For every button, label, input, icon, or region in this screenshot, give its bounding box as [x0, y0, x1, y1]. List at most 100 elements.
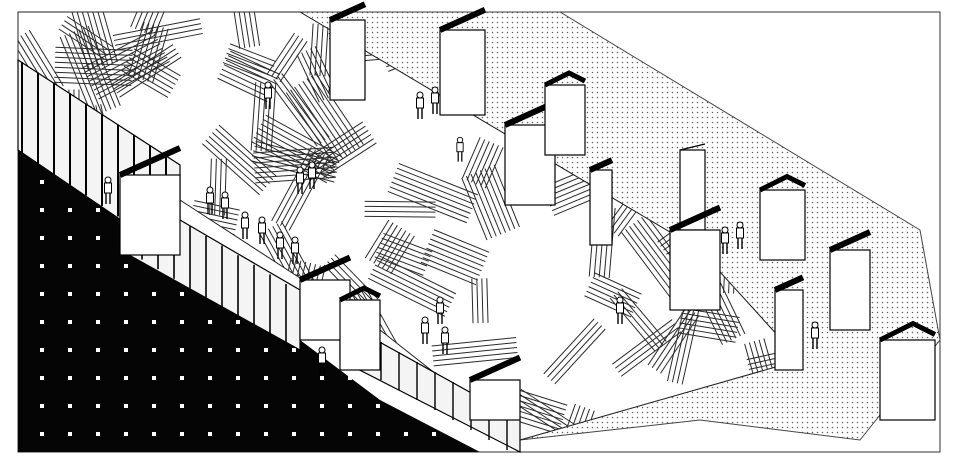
hatch-stroke	[193, 204, 239, 216]
hatch-stroke	[377, 227, 403, 267]
partition-wall	[469, 379, 521, 421]
hatch-stroke	[250, 82, 257, 151]
hatch-stroke	[219, 73, 270, 98]
hatch-stroke	[486, 278, 489, 323]
person-figure	[421, 316, 429, 344]
hatch-stroke	[192, 209, 238, 221]
hatch-stroke	[202, 143, 260, 196]
hatch-stroke	[139, 12, 158, 32]
hatch-stroke	[214, 158, 217, 216]
hatch-stroke	[364, 210, 436, 213]
hatch-stroke	[550, 325, 602, 381]
hatch-stroke	[480, 145, 499, 187]
hatch-stroke	[592, 277, 640, 300]
hatch-stroke	[296, 54, 320, 103]
person-figure	[276, 231, 284, 259]
hatch-stroke	[368, 277, 446, 317]
hatch-stroke	[222, 62, 269, 81]
hatch-stroke	[621, 331, 682, 377]
hatch-stroke	[433, 229, 490, 253]
partition-wall	[669, 229, 721, 311]
hatch-stroke	[476, 278, 479, 324]
wall-cap	[543, 70, 587, 88]
hatch-stroke	[398, 163, 479, 196]
hatch-stroke	[144, 12, 162, 33]
hatch-stroke	[481, 278, 484, 324]
hatch-stroke	[433, 351, 518, 362]
hatch-stroke	[461, 137, 481, 179]
hatch-stroke	[489, 166, 516, 229]
hatch-stroke	[284, 154, 326, 229]
hatch-stroke	[285, 92, 335, 165]
hatch-stroke	[98, 60, 170, 100]
hatch-stroke	[253, 151, 335, 159]
hatch-stroke	[116, 52, 179, 94]
wall-cap	[338, 285, 382, 303]
hatch-stroke	[431, 337, 517, 347]
hatch-stroke	[507, 0, 556, 2]
hatch-stroke	[305, 50, 329, 99]
hatch-stroke	[364, 219, 390, 259]
hatch-stroke	[271, 35, 300, 77]
hatch-stroke	[255, 82, 262, 151]
person-figure	[456, 136, 464, 162]
person-figure	[291, 236, 299, 264]
partition-wall	[829, 249, 871, 331]
hatch-stroke	[310, 75, 360, 148]
hatch-stroke	[247, 12, 261, 46]
person-figure	[264, 81, 272, 109]
hatch-stroke	[319, 24, 324, 77]
hatch-stroke	[426, 247, 482, 272]
hatch-stroke	[612, 319, 673, 365]
partition-walls	[118, 1, 937, 421]
hatch-stroke	[431, 233, 488, 258]
hatch-stroke	[754, 0, 823, 9]
hatch-stroke	[681, 300, 702, 385]
hatch-stroke	[374, 264, 452, 304]
person-figure	[258, 216, 266, 244]
hatch-stroke	[679, 322, 738, 333]
hatch-stroke	[484, 147, 504, 189]
hatch-stroke	[676, 299, 697, 384]
hatch-stroke	[64, 20, 111, 52]
hatch-stroke	[369, 222, 394, 261]
hatch-stroke	[78, 29, 112, 110]
person-figure	[296, 166, 304, 194]
hatch-stroke	[232, 12, 246, 49]
hatch-stroke	[130, 12, 149, 28]
hatch-stroke	[217, 77, 268, 103]
wall-cap	[468, 354, 522, 383]
hatch-stroke	[323, 142, 377, 178]
hatch-stroke	[422, 257, 478, 281]
hatch-stroke	[205, 139, 264, 192]
hatch-stroke	[430, 238, 486, 263]
hatch-stroke	[86, 38, 159, 78]
wall-cap	[758, 173, 807, 193]
wall-cap	[438, 7, 487, 33]
hatch-stroke	[255, 132, 332, 175]
partition-wall	[774, 289, 804, 371]
hatch-stroke	[433, 356, 519, 367]
hatch-stroke	[227, 55, 279, 80]
hatch-stroke	[224, 57, 271, 77]
wall-cap	[328, 1, 367, 23]
hatch-stroke	[112, 18, 201, 37]
hatch-stroke	[253, 146, 334, 154]
hatch-stroke	[302, 81, 352, 154]
hatch-stroke	[618, 327, 679, 373]
hatch-stroke	[87, 25, 121, 106]
hatch-stroke	[298, 83, 348, 156]
partition-wall	[879, 339, 936, 421]
hatch-stroke	[655, 312, 696, 371]
wall-cap	[773, 274, 805, 293]
person-figure	[811, 321, 819, 349]
person-figure	[241, 211, 249, 239]
hatch-stroke	[24, 32, 60, 89]
hatch-stroke	[113, 48, 177, 90]
hatch-stroke	[461, 177, 488, 241]
hatch-stroke	[420, 261, 477, 286]
hatch-stroke	[194, 200, 240, 211]
hatch-stroke	[93, 52, 166, 91]
hatch-stroke	[59, 36, 93, 118]
